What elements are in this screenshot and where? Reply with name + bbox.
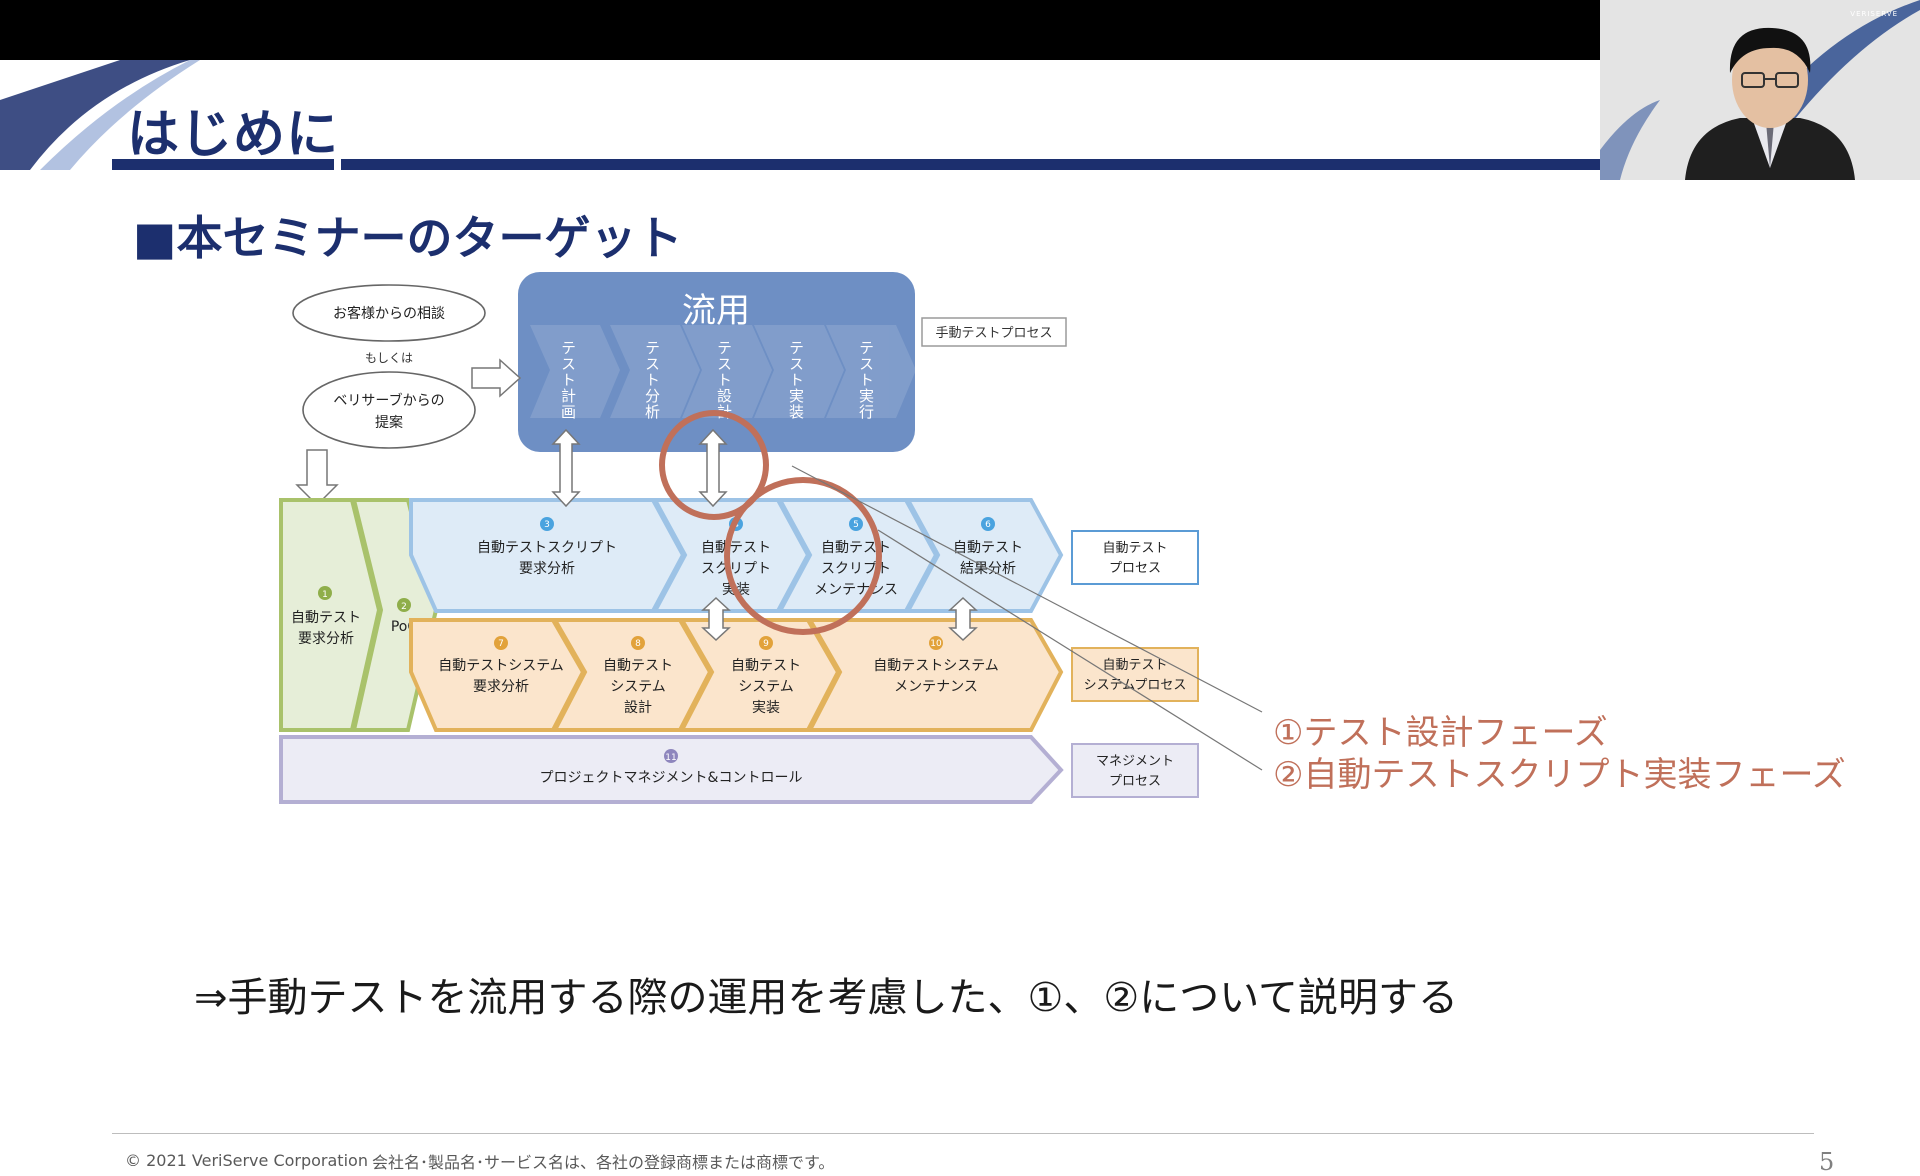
manual-steps: テスト計画 テスト分析 テスト設計 テスト実装 テスト実行 xyxy=(559,340,875,420)
svg-text:6: 6 xyxy=(985,520,991,530)
manual-step-chevrons xyxy=(530,325,916,418)
footer-copyright: © 2021 VeriServe Corporation xyxy=(125,1151,368,1170)
svg-text:自動テスト: 自動テスト xyxy=(701,540,771,556)
section-subtitle: ■本セミナーのターゲット xyxy=(133,211,683,265)
svg-text:自動テスト: 自動テスト xyxy=(1102,658,1167,673)
manual-step-1: テスト計画 xyxy=(559,340,577,420)
svg-text:8: 8 xyxy=(635,639,641,649)
svg-text:ベリサーブからの: ベリサーブからの xyxy=(333,392,444,409)
leader-line-2 xyxy=(877,529,1263,771)
svg-text:自動テストスクリプト: 自動テストスクリプト xyxy=(477,540,617,556)
presenter-webcam: VERISERVE xyxy=(1600,0,1920,180)
svg-text:自動テスト: 自動テスト xyxy=(291,610,361,626)
arrow-down-icon xyxy=(295,449,339,507)
manual-process-box xyxy=(518,272,915,452)
highlight-circle-script-impl xyxy=(724,477,882,635)
page-number: 5 xyxy=(1819,1148,1835,1176)
svg-text:5: 5 xyxy=(853,520,859,530)
management-row: 11 プロジェクトマネジメント&コントロール xyxy=(279,735,1064,804)
corner-swoosh-decoration xyxy=(0,60,200,170)
conclusion-text: ⇒手動テストを流用する際の運用を考慮した、①、②について説明する xyxy=(194,975,1459,1021)
svg-text:10: 10 xyxy=(930,639,942,649)
leader-line-1 xyxy=(791,465,1263,713)
svg-text:システム: システム xyxy=(738,679,794,695)
svg-text:自動テスト: 自動テスト xyxy=(603,658,673,674)
svg-text:11: 11 xyxy=(665,753,676,763)
side-label-management-process: マネジメント プロセス xyxy=(1071,743,1199,798)
system-process-row xyxy=(409,618,1064,732)
svg-text:スクリプト: スクリプト xyxy=(821,561,891,577)
svg-text:システムプロセス: システムプロセス xyxy=(1084,678,1187,693)
manual-step-2: テスト分析 xyxy=(643,340,661,420)
svg-text:1: 1 xyxy=(322,590,328,600)
manual-step-4: テスト実装 xyxy=(787,340,805,420)
svg-text:プロセス: プロセス xyxy=(1109,774,1161,789)
svg-text:プロジェクトマネジメント&コントロール: プロジェクトマネジメント&コントロール xyxy=(540,770,803,786)
svg-text:要求分析: 要求分析 xyxy=(298,631,354,647)
side-label-auto-test-process: 自動テスト プロセス xyxy=(1071,530,1199,585)
title-underline-right xyxy=(341,159,1600,170)
svg-text:マネジメント: マネジメント xyxy=(1096,754,1174,769)
veriserve-proposal-cloud: ベリサーブからの 提案 xyxy=(302,371,476,449)
process-diagram: 流用 テスト計画 テスト分析 テスト設計 テスト実装 テスト実行 手動テストプロセス お… xyxy=(279,272,1263,804)
svg-text:要求分析: 要求分析 xyxy=(473,679,529,695)
page-title: はじめに xyxy=(127,105,340,165)
svg-text:自動テストシステム: 自動テストシステム xyxy=(873,658,999,674)
svg-text:システム: システム xyxy=(610,679,666,695)
customer-consult-cloud: お客様からの相談 xyxy=(292,284,486,342)
presenter-avatar xyxy=(1685,27,1855,180)
svg-text:自動テスト: 自動テスト xyxy=(821,540,891,556)
top-black-bar xyxy=(0,0,1600,60)
script-process-row xyxy=(409,498,1064,613)
webcam-brand-text: VERISERVE xyxy=(1850,10,1898,18)
svg-text:実装: 実装 xyxy=(752,700,780,716)
svg-text:設計: 設計 xyxy=(624,700,652,716)
manual-step-3: テスト設計 xyxy=(715,340,733,420)
svg-text:自動テストシステム: 自動テストシステム xyxy=(438,658,564,674)
double-arrows xyxy=(551,428,978,642)
footer-divider xyxy=(112,1133,1814,1134)
phase-label-test-design: ①テスト設計フェーズ xyxy=(1273,713,1608,753)
svg-text:プロセス: プロセス xyxy=(1109,561,1161,576)
system-steps: 7自動テストシステム要求分析8自動テストシステム設計9自動テストシステム実装10… xyxy=(438,636,999,716)
svg-text:9: 9 xyxy=(763,639,769,649)
manual-process-label-box xyxy=(921,317,1067,347)
svg-text:自動テスト: 自動テスト xyxy=(731,658,801,674)
or-label: もしくは xyxy=(365,351,413,365)
manual-step-5: テスト実行 xyxy=(857,340,875,420)
phase-label-script-implementation: ②自動テストスクリプト実装フェーズ xyxy=(1273,755,1846,795)
footer-trademark-note: 会社名･製品名･サービス名は、各社の登録商標または商標です。 xyxy=(372,1153,835,1172)
svg-text:自動テスト: 自動テスト xyxy=(953,540,1023,556)
reuse-label: 流用 xyxy=(682,292,750,330)
svg-text:メンテナンス: メンテナンス xyxy=(894,679,978,695)
highlight-circle-test-design xyxy=(659,410,769,520)
svg-text:スクリプト: スクリプト xyxy=(701,561,771,577)
arrow-right-icon xyxy=(471,358,522,398)
script-steps: 3自動テストスクリプト要求分析4自動テストスクリプト実装5自動テストスクリプトメ… xyxy=(477,517,1023,598)
svg-text:要求分析: 要求分析 xyxy=(519,561,575,577)
title-underline-left xyxy=(112,159,334,170)
svg-text:自動テスト: 自動テスト xyxy=(1102,541,1167,556)
svg-text:お客様からの相談: お客様からの相談 xyxy=(333,305,445,322)
svg-text:メンテナンス: メンテナンス xyxy=(814,582,898,598)
svg-text:7: 7 xyxy=(498,639,504,649)
side-label-system-process: 自動テスト システムプロセス xyxy=(1071,647,1199,702)
svg-text:3: 3 xyxy=(544,520,550,530)
svg-text:2: 2 xyxy=(401,602,407,612)
manual-process-label: 手動テストプロセス xyxy=(935,326,1052,341)
svg-text:提案: 提案 xyxy=(375,414,403,431)
